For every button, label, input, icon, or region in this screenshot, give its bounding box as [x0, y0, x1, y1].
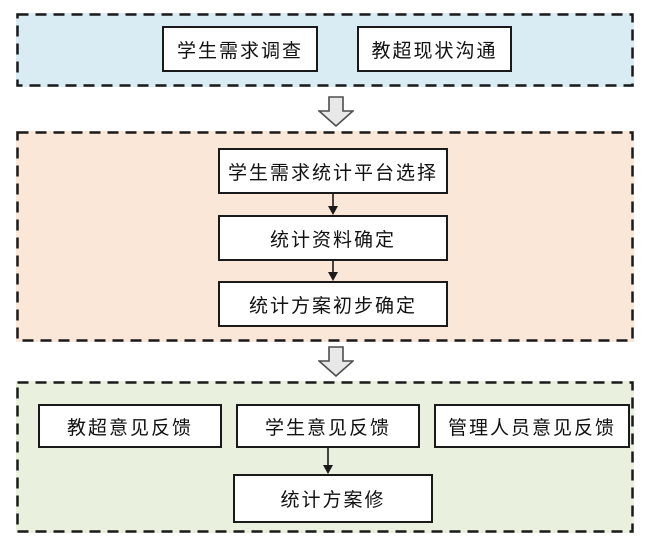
stage-feedback-section: 教超意见反馈 学生意见反馈 管理人员意见反馈 统计方案修: [16, 381, 634, 533]
flow-box-label: 统计资料确定: [269, 229, 396, 251]
flow-box-label: 教超现状沟通: [371, 40, 498, 62]
flow-box-label: 学生需求调查: [176, 40, 303, 62]
stage-planning-section: 学生需求统计平台选择 统计资料确定 统计方案初步确定: [16, 131, 634, 342]
flow-box-store-status-communication: 教超现状沟通: [357, 26, 512, 72]
flow-box-manager-feedback: 管理人员意见反馈: [434, 404, 630, 448]
flow-box-student-needs-survey: 学生需求调查: [162, 26, 318, 72]
arrow-down-icon: [328, 261, 338, 281]
block-arrow-down-icon: [318, 96, 354, 127]
block-arrow-down-icon: [318, 346, 354, 377]
flow-box-label: 管理人员意见反馈: [447, 417, 616, 439]
flow-box-student-feedback: 学生意见反馈: [236, 404, 420, 448]
flow-box-label: 统计方案修: [280, 490, 386, 511]
flow-box-preliminary-plan-confirmation: 统计方案初步确定: [218, 281, 448, 327]
flow-box-label: 教超意见反馈: [66, 417, 193, 439]
flow-box-label: 统计方案初步确定: [248, 295, 417, 317]
flow-box-statistics-material-confirmation: 统计资料确定: [218, 215, 448, 261]
flow-box-label: 学生意见反馈: [264, 417, 391, 439]
stage-survey-dashed-border: [16, 13, 634, 87]
arrow-down-icon: [328, 194, 338, 215]
stage-survey-section: 学生需求调查 教超现状沟通: [16, 13, 634, 87]
flow-box-platform-selection: 学生需求统计平台选择: [218, 148, 448, 194]
flow-box-plan-revision: 统计方案修: [233, 474, 433, 523]
flow-box-label: 学生需求统计平台选择: [227, 162, 438, 184]
flow-box-store-feedback: 教超意见反馈: [38, 404, 222, 448]
arrow-down-icon: [323, 448, 333, 474]
